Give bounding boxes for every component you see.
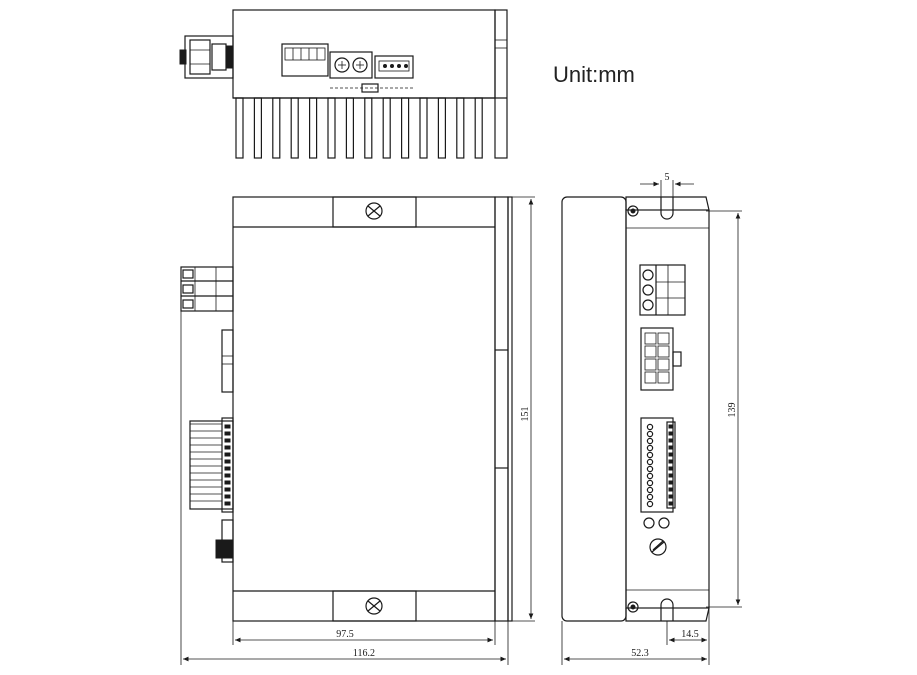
top-view — [179, 9, 508, 159]
front-top-tab — [332, 196, 417, 228]
top-left-connector — [179, 35, 234, 79]
side-pin — [668, 452, 674, 457]
side-pin-hole — [646, 472, 654, 480]
front-pin — [224, 438, 231, 443]
fin — [474, 97, 483, 159]
side-view — [561, 196, 710, 622]
side-pin-hole — [646, 423, 654, 431]
dim-slot-offset: 14.5 — [681, 629, 699, 640]
fin — [401, 97, 410, 159]
fin — [272, 97, 281, 159]
heatsink-fins — [235, 97, 483, 159]
side-pin-hole — [646, 437, 654, 445]
fin — [456, 97, 465, 159]
side-pin — [668, 494, 674, 499]
side-pin-hole — [646, 479, 654, 487]
fin — [419, 97, 428, 159]
front-pin — [224, 424, 231, 429]
led-1 — [643, 517, 655, 529]
side-pin-hole — [646, 451, 654, 459]
front-bottom-tab — [332, 590, 417, 622]
front-pin — [224, 480, 231, 485]
fin — [364, 97, 373, 159]
fin — [309, 97, 318, 159]
side-potentiometer — [649, 538, 667, 556]
side-pin — [668, 438, 674, 443]
fin — [290, 97, 299, 159]
front-pin — [224, 494, 231, 499]
fin — [382, 97, 391, 159]
side-pin — [668, 445, 674, 450]
side-pin-hole — [646, 444, 654, 452]
side-pin — [668, 459, 674, 464]
dim-side-width: 52.3 — [631, 648, 649, 659]
side-pin — [668, 431, 674, 436]
dim-front-height: 151 — [520, 407, 531, 422]
side-pin — [668, 480, 674, 485]
side-signal-terminal — [640, 417, 676, 513]
side-motor-connector — [640, 327, 682, 391]
dip-switch — [281, 43, 329, 77]
side-pin — [668, 466, 674, 471]
front-pin — [224, 487, 231, 492]
dim-side-mount-height: 139 — [727, 403, 738, 418]
led-2 — [658, 517, 670, 529]
side-pin-hole — [646, 465, 654, 473]
fin — [345, 97, 354, 159]
front-power-terminal — [180, 266, 234, 312]
side-pin — [668, 424, 674, 429]
front-pin — [224, 452, 231, 457]
front-pin — [224, 459, 231, 464]
unit-label: Unit:mm — [553, 62, 635, 87]
side-pin — [668, 473, 674, 478]
side-power-terminal — [639, 264, 686, 316]
front-side-connector — [221, 329, 234, 393]
front-signal-terminal — [189, 417, 234, 513]
dim-slot-width: 5 — [665, 172, 670, 183]
side-pin-hole — [646, 458, 654, 466]
front-view — [180, 196, 513, 622]
front-pin — [224, 501, 231, 506]
side-pin-hole — [646, 486, 654, 494]
front-pin — [224, 445, 231, 450]
dim-front-inner-width: 97.5 — [336, 629, 354, 640]
fin — [253, 97, 262, 159]
side-pin — [668, 501, 674, 506]
fin — [437, 97, 446, 159]
fin — [235, 97, 244, 159]
front-pin — [224, 466, 231, 471]
top-small-connector — [374, 55, 414, 79]
side-pin-hole — [646, 493, 654, 501]
front-black-block — [215, 539, 233, 559]
front-pin — [224, 473, 231, 478]
dim-front-total-width: 116.2 — [353, 648, 375, 659]
side-pin — [668, 487, 674, 492]
dimension-lines: 151 97.5 116.2 52.3 14.5 139 5 — [180, 172, 742, 665]
side-pin-hole — [646, 500, 654, 508]
front-pin — [224, 431, 231, 436]
side-pin-hole — [646, 430, 654, 438]
fin — [327, 97, 336, 159]
rotary-switches — [329, 51, 373, 79]
